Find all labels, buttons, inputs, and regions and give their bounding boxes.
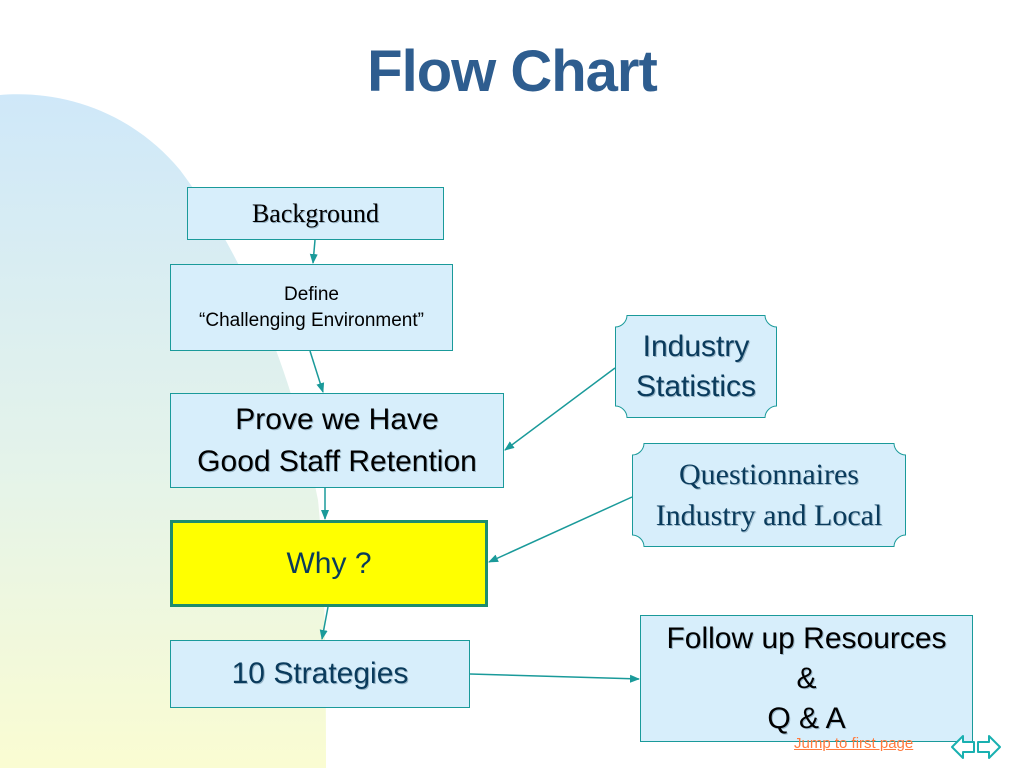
node-industry-statistics-label: Industry Statistics — [635, 329, 757, 403]
node-why-label: Why ? — [286, 546, 372, 580]
arrow-background-to-define — [309, 239, 318, 264]
nav-buttons — [951, 735, 1001, 759]
node-prove-label: Prove we Have Good Staff Retention — [197, 402, 477, 478]
jump-to-first-page-link[interactable]: Jump to first page — [794, 735, 914, 752]
arrow-industry-to-prove — [504, 367, 616, 451]
node-industry-statistics: Industry Statistics — [615, 315, 777, 418]
node-questionnaires-label: Questionnaires Industry and Local — [655, 458, 883, 532]
node-follow-up: Follow up Resources & Q & A — [640, 615, 973, 742]
node-define-label: Define “Challenging Environment” — [199, 283, 424, 331]
node-why: Why ? — [170, 520, 488, 607]
forward-arrow-icon[interactable] — [977, 735, 1001, 759]
arrow-strategies-to-follow — [469, 673, 640, 683]
node-background: Background — [187, 187, 444, 240]
node-follow-up-label: Follow up Resources & Q & A — [666, 621, 947, 735]
node-background-label: Background — [251, 198, 380, 228]
notched-frame — [615, 315, 777, 418]
notched-frame — [632, 443, 906, 547]
arrow-questionnaires-to-why — [488, 496, 633, 563]
node-strategies: 10 Strategies — [170, 640, 470, 708]
arrow-define-to-prove — [309, 350, 325, 393]
slide-title: Flow Chart — [367, 39, 658, 104]
node-prove: Prove we Have Good Staff Retention — [170, 393, 504, 488]
back-arrow-icon[interactable] — [951, 735, 975, 759]
node-questionnaires: Questionnaires Industry and Local — [632, 443, 906, 547]
node-define: Define “Challenging Environment” — [170, 264, 453, 351]
node-strategies-label: 10 Strategies — [231, 657, 409, 690]
arrow-why-to-strategies — [319, 606, 329, 640]
